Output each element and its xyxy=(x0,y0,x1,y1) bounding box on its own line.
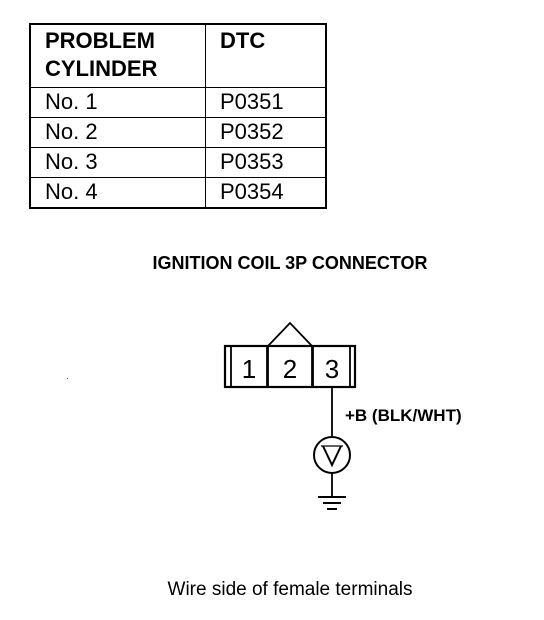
pin-label-1: 1 xyxy=(242,354,256,384)
cylinder-cell: No. 2 xyxy=(29,117,206,148)
ground-icon xyxy=(318,496,346,510)
table-row: No. 2 P0352 xyxy=(29,117,327,148)
dtc-table: PROBLEM CYLINDER DTC No. 1 P0351 No. 2 P… xyxy=(29,23,327,209)
pin-label-3: 3 xyxy=(325,354,339,384)
pin-cell-1 xyxy=(230,345,268,388)
dtc-cell: P0352 xyxy=(205,117,327,148)
header-problem-cylinder: PROBLEM CYLINDER xyxy=(29,23,206,88)
table-row: No. 3 P0353 xyxy=(29,147,327,178)
connector-title: IGNITION COIL 3P CONNECTOR xyxy=(152,253,428,273)
pin-label-2: 2 xyxy=(283,354,297,384)
cylinder-cell: No. 3 xyxy=(29,147,206,178)
connector-lock-tab xyxy=(267,321,313,347)
header-cylinder-line: CYLINDER xyxy=(45,56,158,81)
wire-label: +B (BLK/WHT) xyxy=(345,406,462,425)
table-row: No. 1 P0351 xyxy=(29,87,327,118)
voltmeter-icon xyxy=(313,436,351,474)
cylinder-cell: No. 4 xyxy=(29,177,206,209)
table-row: No. 4 P0354 xyxy=(29,177,327,209)
pin-cell-2 xyxy=(267,345,313,388)
header-problem-line: PROBLEM xyxy=(45,28,155,53)
dtc-cell: P0351 xyxy=(205,87,327,118)
dtc-cell: P0353 xyxy=(205,147,327,178)
stray-dot xyxy=(67,378,68,379)
dtc-cell: P0354 xyxy=(205,177,327,209)
cylinder-cell: No. 1 xyxy=(29,87,206,118)
connector-caption: Wire side of female terminals xyxy=(167,579,413,600)
